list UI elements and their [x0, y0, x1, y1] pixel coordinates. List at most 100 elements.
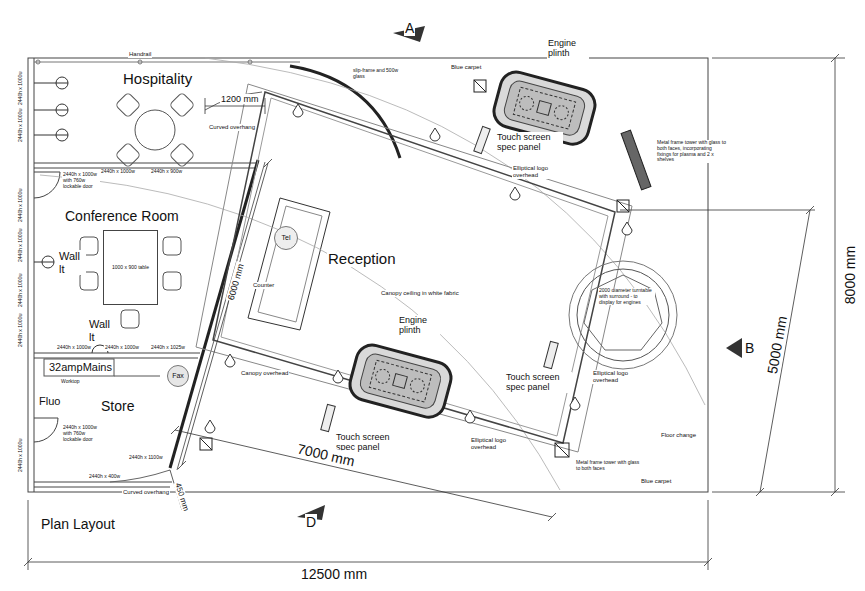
plan-rect — [115, 142, 140, 167]
plan-polygon — [584, 275, 662, 350]
plan-line — [34, 110, 56, 111]
plan-note: Canopy overhead — [240, 370, 289, 377]
plan-note: Blue carpet — [640, 478, 672, 485]
plan-rect — [474, 126, 490, 153]
plan-note: 2440h x 1000w — [104, 345, 140, 351]
plan-rect — [121, 310, 139, 328]
plan-line — [28, 500, 29, 570]
plinth-shape — [348, 345, 453, 417]
plan-line — [831, 54, 839, 62]
plan-rect — [346, 342, 454, 421]
plan-line — [34, 487, 170, 488]
turntable-shape — [568, 260, 678, 370]
plan-note: Wall lt — [88, 318, 116, 343]
plan-line — [712, 58, 845, 59]
plan-line — [265, 98, 266, 114]
plan-line — [548, 513, 556, 521]
plan-rect — [544, 341, 558, 368]
plan-rect — [537, 101, 552, 116]
plan-line — [34, 62, 300, 63]
stand-walls — [28, 58, 708, 492]
plan-line — [205, 106, 265, 107]
plan-note: 2440h x 1000w with 760w lockable door — [62, 425, 100, 442]
plan-note: Metal frame tower with glass to both fac… — [575, 460, 642, 472]
plan-rect — [555, 443, 569, 457]
turntable: 2000 diameter turntable with surround - … — [568, 260, 678, 370]
section-marker: B — [744, 340, 755, 356]
plan-note: Elliptical logo overhead — [512, 165, 554, 179]
plan-note: 2440h x 1025w — [150, 345, 186, 351]
plan-note: slip-frame and 500w glass — [352, 68, 409, 80]
plan-circle — [553, 104, 570, 121]
plan-polygon — [726, 338, 742, 358]
plan-rect — [115, 92, 140, 117]
plan-circle — [56, 77, 68, 89]
plan-note: Metal frame tower with glass to both fac… — [656, 140, 728, 163]
swing-arcs — [40, 58, 705, 490]
plan-line — [34, 58, 35, 492]
plan-circle — [374, 368, 391, 385]
plan-line — [56, 83, 68, 84]
plan-line — [760, 210, 810, 492]
plan-line — [756, 488, 764, 496]
plan-path — [205, 420, 215, 433]
plan-rect — [393, 374, 408, 389]
plan-circle — [577, 269, 669, 361]
plan-line — [34, 135, 56, 136]
plan-note: 2440h x 1100w — [128, 455, 164, 461]
node-label: Fax — [172, 372, 184, 380]
plan-line — [831, 488, 839, 496]
plan-g — [346, 342, 454, 421]
plan-path — [205, 58, 705, 405]
plan-circle — [569, 261, 677, 369]
furniture — [44, 92, 330, 376]
room-area: StoreFax — [34, 358, 184, 482]
node-label: Engine plinth — [547, 38, 589, 59]
plan-circle — [409, 377, 426, 394]
plan-line — [555, 443, 569, 457]
plan-path — [430, 128, 440, 141]
plan-line — [28, 562, 708, 563]
plan-line — [474, 80, 486, 92]
plan-note: 2440h x 1000w — [18, 107, 24, 143]
plan-path — [465, 410, 475, 423]
plan-circle — [56, 129, 68, 141]
dimension-label: 450 mm — [173, 481, 191, 513]
plan-rect — [358, 352, 443, 411]
plan-note: 2440h x 1000w — [18, 70, 24, 106]
plan-line — [34, 262, 42, 263]
plan-note: Counter — [252, 282, 275, 289]
plan-path — [510, 187, 520, 200]
plan-path — [205, 92, 262, 110]
plan-path — [40, 175, 560, 490]
node-label: 1000 x 900 table — [107, 265, 155, 271]
node-label: 2000 diameter turntable with surround - … — [598, 288, 655, 305]
equipment-circle: Tel — [274, 226, 298, 250]
plan-rect — [28, 58, 708, 492]
plan-note: Curved overhang — [122, 489, 170, 496]
plan-line — [704, 558, 712, 566]
plan-note: 2440h x 1000w — [18, 187, 24, 223]
plan-line — [34, 168, 256, 169]
plan-note: Canopy ceiling in white fabric — [380, 290, 460, 297]
room-area: Hospitality — [34, 60, 254, 163]
plan-note: Fluo — [38, 395, 61, 408]
plan-note: Floor change — [660, 432, 697, 439]
dimension-label: 12500 mm — [300, 566, 368, 582]
plan-note: 2440h x 1000w — [18, 312, 24, 348]
plan-line — [200, 438, 212, 450]
plan-circle — [248, 60, 252, 64]
plan-note: 2440h x 1000w — [56, 345, 92, 351]
plan-line — [178, 461, 186, 469]
plan-note: Worktop — [60, 379, 81, 385]
plan-circle — [42, 256, 54, 268]
plan-note: Touch screen spec panel — [496, 132, 563, 153]
node-label: Tel — [282, 234, 291, 242]
plan-rect — [321, 404, 335, 431]
plan-line — [34, 482, 172, 483]
plan-note: Plan Layout — [40, 516, 116, 532]
node-label: Hospitality — [122, 70, 193, 87]
dimension-label: 8000 mm — [842, 245, 858, 305]
node-label: Reception — [327, 250, 397, 267]
